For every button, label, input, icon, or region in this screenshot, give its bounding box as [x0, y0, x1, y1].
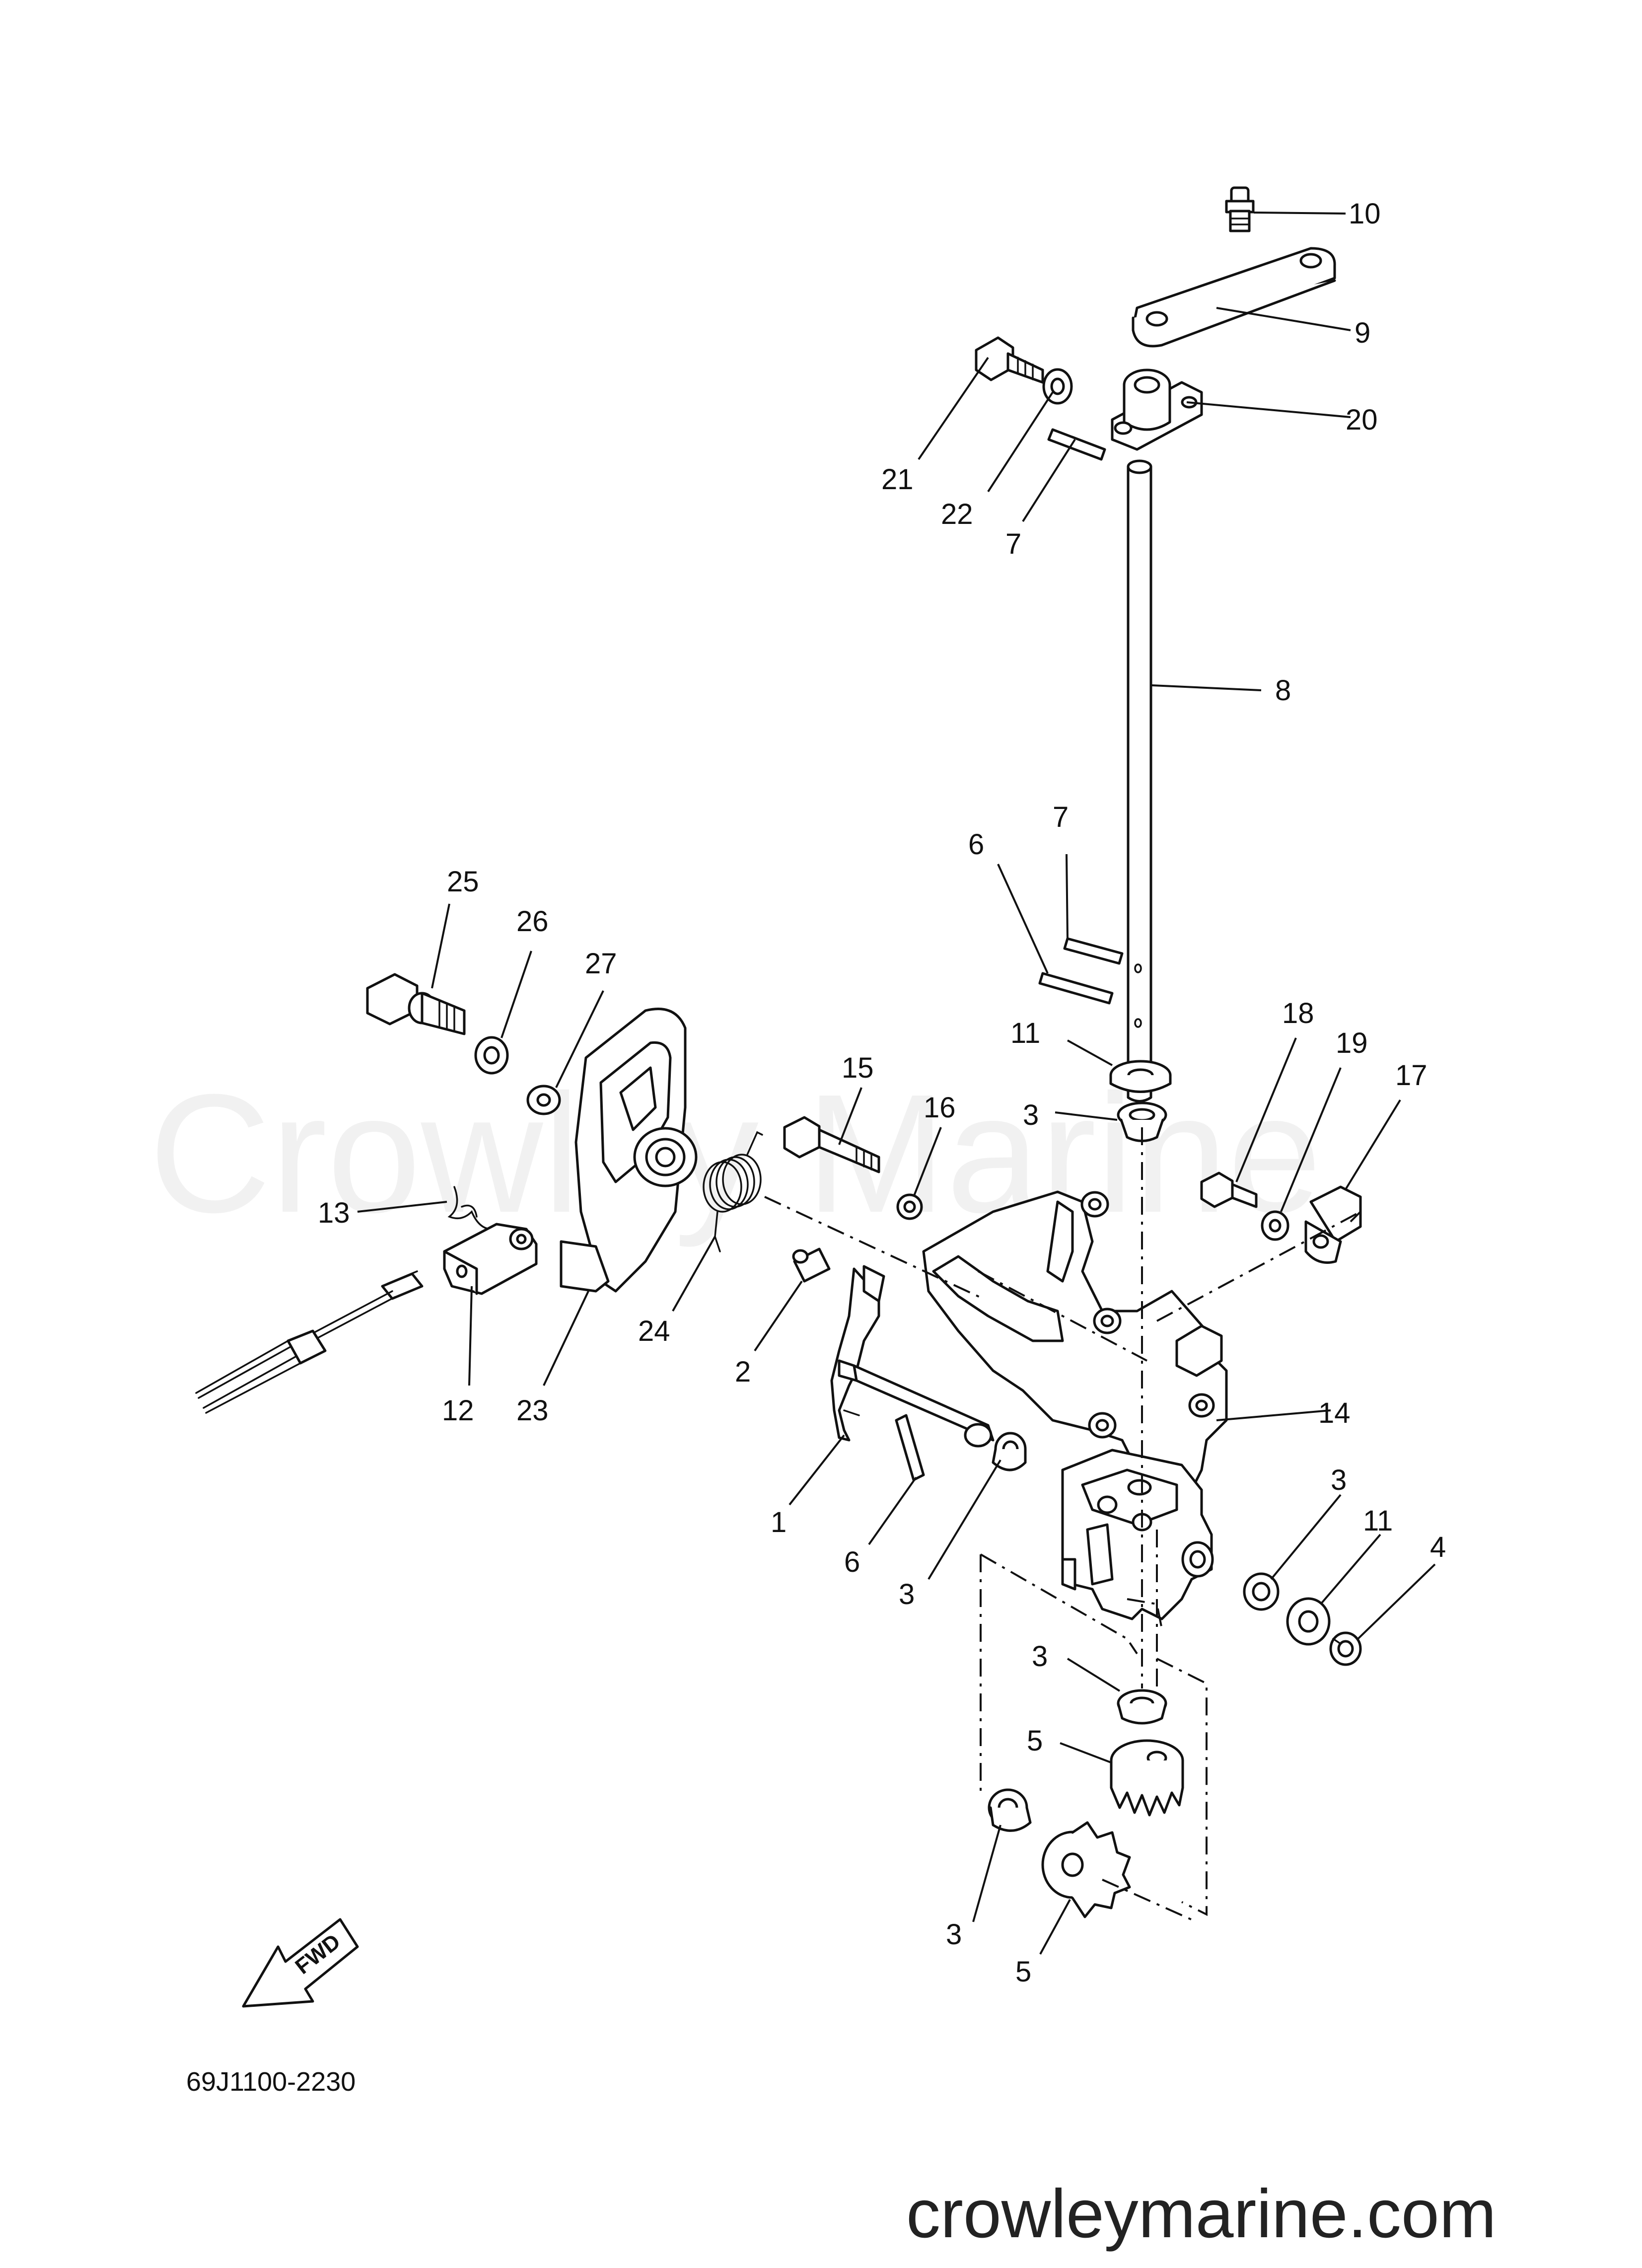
callout-19: 19: [1336, 1027, 1368, 1059]
part-14-bracket: [922, 1190, 1228, 1620]
callout-3-right: 3: [1331, 1464, 1347, 1496]
leader-lines: [357, 212, 1436, 1955]
part-6-pin-upper: [1038, 972, 1114, 1005]
callout-24: 24: [638, 1315, 670, 1347]
callout-11-upper: 11: [1010, 1017, 1040, 1049]
callout-20: 20: [1346, 404, 1378, 436]
callout-8: 8: [1275, 674, 1291, 707]
part-23-shift-lever: [560, 1008, 698, 1293]
part-3-bushing-right: [1243, 1572, 1280, 1611]
callout-14: 14: [1318, 1397, 1351, 1429]
part-13-cotter-pin: [447, 1186, 493, 1230]
callout-labels: 10 9 20 21 22 7 8 7 6 25 26 27 11 18 19 …: [318, 198, 1446, 1988]
callout-21: 21: [881, 463, 914, 496]
part-25-bolt: [366, 973, 466, 1035]
callout-17: 17: [1395, 1059, 1428, 1092]
callout-25: 25: [447, 866, 479, 898]
callout-13: 13: [318, 1197, 350, 1229]
callout-23: 23: [516, 1394, 549, 1427]
callout-6-upper: 6: [968, 828, 984, 861]
callout-7-upper: 7: [1005, 528, 1021, 560]
part-3-bushing-left-low: [988, 1788, 1032, 1832]
part-1-shift-shaft: [830, 1265, 995, 1448]
part-9-lever: [1132, 247, 1336, 348]
part-3-bushing-mid: [992, 1432, 1027, 1471]
part-5-bevel-gear-lower: [1041, 1821, 1131, 1918]
part-18-bolt: [1200, 1171, 1258, 1208]
callout-9: 9: [1355, 317, 1370, 349]
callout-1: 1: [771, 1506, 786, 1538]
part-4-circlip: [1329, 1631, 1362, 1666]
part-7-pin-lower: [1063, 937, 1124, 965]
part-7-pin-upper: [1047, 428, 1106, 461]
part-8-shift-rod: [1127, 459, 1152, 1102]
assembly-dash-lines: [764, 1127, 1361, 1923]
callout-22: 22: [941, 498, 973, 530]
part-16-washer: [896, 1193, 923, 1220]
callout-3-lower: 3: [1032, 1640, 1048, 1673]
callout-3-bottom: 3: [946, 1918, 962, 1951]
callout-15: 15: [842, 1052, 874, 1084]
part-21-bolt: [975, 336, 1044, 384]
part-5-gear-upper: [1110, 1739, 1184, 1817]
part-11-collar-upper: [1109, 1060, 1172, 1093]
callout-3-mid: 3: [899, 1578, 915, 1610]
callout-16: 16: [924, 1092, 956, 1124]
callout-12: 12: [442, 1394, 474, 1427]
part-24-spring: [703, 1131, 763, 1252]
callout-26: 26: [516, 905, 549, 938]
callout-3-upper: 3: [1023, 1099, 1039, 1131]
part-20-clamp: [1111, 368, 1203, 451]
diagram-code: 69J1100-2230: [186, 2067, 356, 2097]
callout-10: 10: [1349, 198, 1381, 230]
callout-11-right: 11: [1363, 1505, 1393, 1537]
callout-18: 18: [1282, 997, 1314, 1029]
part-11-washer-right: [1286, 1597, 1331, 1646]
callout-5-lower: 5: [1015, 1956, 1031, 1988]
part-27-washer: [526, 1085, 561, 1115]
part-10-grease-nipple: [1225, 186, 1255, 232]
part-12-joint: [443, 1223, 538, 1295]
footer-website: crowleymarine.com: [906, 2176, 1497, 2252]
part-26-lock-washer: [474, 1036, 509, 1075]
callout-2: 2: [735, 1356, 751, 1388]
callout-6-lower: 6: [844, 1546, 860, 1578]
fwd-direction-arrow: FWD: [242, 1918, 359, 2008]
part-6-pin-lower: [895, 1414, 925, 1481]
part-15-long-bolt: [783, 1116, 880, 1173]
part-19-washer: [1261, 1210, 1289, 1241]
callout-27: 27: [585, 948, 617, 980]
callout-5-upper: 5: [1027, 1725, 1043, 1757]
callout-7-lower: 7: [1053, 801, 1069, 833]
callout-4: 4: [1430, 1531, 1446, 1563]
part-3-bushing-lower: [1117, 1689, 1167, 1725]
part-2-pin: [792, 1247, 831, 1283]
shift-cable: [195, 1270, 424, 1414]
